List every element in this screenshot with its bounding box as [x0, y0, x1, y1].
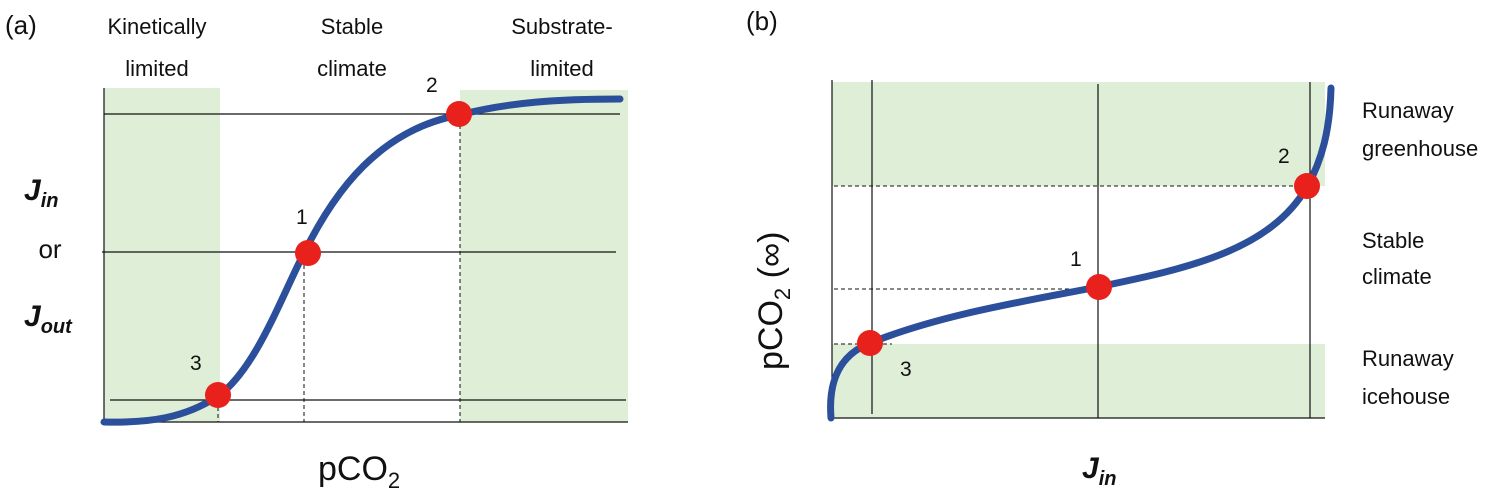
- panel-a: (a) 1 2 3 Kinetically limited Stable cli…: [5, 10, 628, 493]
- point-3: [205, 382, 231, 408]
- y-label-jin: Jin: [24, 174, 58, 212]
- kinetically-limited-region: [104, 88, 220, 422]
- runaway-icehouse-region: [832, 344, 1325, 418]
- region-kinetic-line2: limited: [125, 56, 189, 81]
- point-1: [1086, 274, 1112, 300]
- region-stable-line1: Stable: [321, 14, 383, 39]
- point-3: [857, 330, 883, 356]
- region-stable-line2: climate: [1362, 264, 1432, 289]
- region-substrate-line2: limited: [530, 56, 594, 81]
- region-stable-line2: climate: [317, 56, 387, 81]
- substrate-limited-region: [460, 90, 628, 422]
- point-1-label: 1: [1070, 248, 1082, 271]
- region-icehouse-line1: Runaway: [1362, 346, 1454, 371]
- region-greenhouse-line2: greenhouse: [1362, 136, 1478, 161]
- point-3-label: 3: [900, 358, 912, 381]
- y-label-or: or: [38, 234, 61, 264]
- runaway-greenhouse-region: [832, 82, 1325, 186]
- point-2-label: 2: [1278, 145, 1290, 168]
- point-1: [295, 240, 321, 266]
- panel-a-tag: (a): [5, 10, 37, 40]
- region-icehouse-line2: icehouse: [1362, 384, 1450, 409]
- point-2: [1294, 173, 1320, 199]
- panel-b: (b) 1 2 3 Runaway greenhouse Stable clim…: [746, 6, 1478, 490]
- region-greenhouse-line1: Runaway: [1362, 98, 1454, 123]
- point-3-label: 3: [190, 352, 202, 375]
- y-label-pco2: pCO2 (∞): [752, 231, 795, 370]
- region-stable-line1: Stable: [1362, 228, 1424, 253]
- point-2: [446, 101, 472, 127]
- y-label-jout: Jout: [24, 300, 73, 338]
- x-label-pco2: pCO2: [318, 450, 400, 493]
- point-2-label: 2: [426, 74, 438, 97]
- panel-b-tag: (b): [746, 6, 778, 36]
- region-substrate-line1: Substrate-: [511, 14, 613, 39]
- x-label-jin: Jin: [1082, 452, 1116, 490]
- point-1-label: 1: [296, 206, 308, 229]
- region-kinetic-line1: Kinetically: [107, 14, 206, 39]
